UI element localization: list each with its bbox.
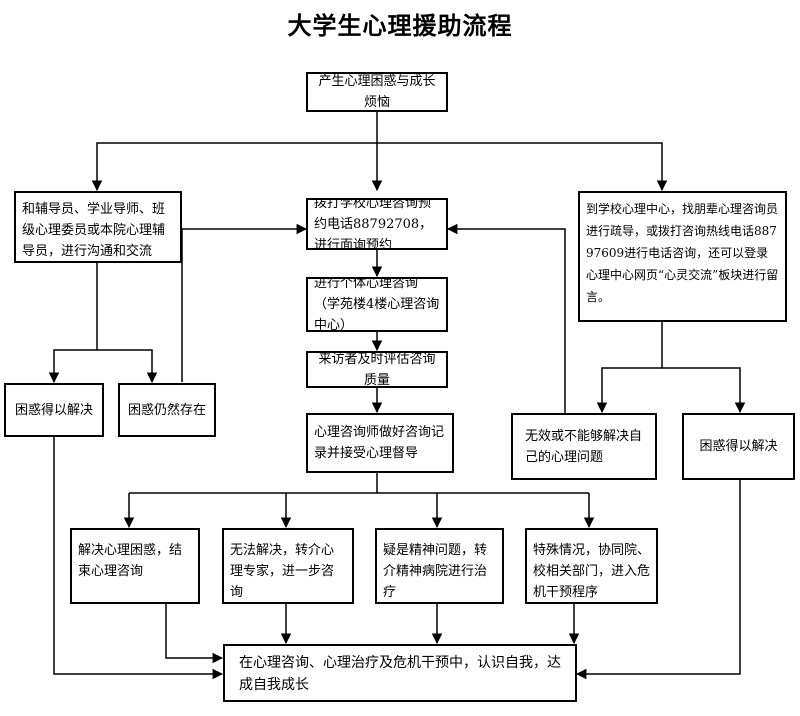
- outcome-resolve-node: 解决心理困惑，结束心理咨询: [70, 528, 200, 604]
- arrow-resolve-to-final: [165, 604, 224, 664]
- arrow-left-resolved-to-final: [53, 437, 224, 680]
- left-resolved-node: 困惑得以解决: [4, 383, 104, 437]
- right-resolved-node: 困惑得以解决: [682, 413, 795, 480]
- page-title: 大学生心理援助流程: [287, 12, 513, 40]
- individual-counseling-node: 进行个体心理咨询（学苑楼4楼心理咨询中心）: [306, 277, 448, 332]
- evaluate-node: 来访者及时评估咨询质量: [306, 351, 448, 388]
- arrow-left-to-resolved: [48, 262, 98, 384]
- outcome-refer-hospital-node: 疑是精神问题，转介精神病院进行治疗: [375, 528, 504, 604]
- arrow-start-to-left: [91, 142, 377, 192]
- left-counselor-node: 和辅导员、学业导师、班级心理委员或本院心理辅导员，进行沟通和交流: [14, 191, 182, 263]
- start-node: 产生心理困惑与成长烦恼: [306, 72, 448, 112]
- arrow-right-resolved-to-final: [575, 480, 741, 680]
- right-ineffective-node: 无效或不能够解决自己的心理问题: [511, 413, 657, 480]
- call-appointment-node: 拨打学校心理咨询预约电话88792708，进行面询预约: [306, 198, 448, 250]
- final-node: 在心理咨询、心理治疗及危机干预中，认识自我，达成自我成长: [223, 644, 577, 702]
- outcome-refer-expert-node: 无法解决，转介心理专家，进一步咨询: [222, 528, 354, 604]
- arrow-start-to-right: [377, 142, 668, 192]
- arrow-ineffective-back-to-call: [446, 223, 566, 418]
- right-center-node: 到学校心理中心，找朋辈心理咨询员进行疏导，或拨打咨询热线电话88797609进行…: [578, 191, 787, 322]
- arrow-left-to-unresolved: [97, 349, 158, 384]
- arrow-unresolved-back-to-call: [181, 223, 308, 382]
- arrow-right-to-ineffective: [596, 322, 663, 414]
- left-unresolved-node: 困惑仍然存在: [118, 383, 216, 437]
- record-node: 心理咨询师做好咨询记录并接受心理督导: [306, 413, 454, 473]
- arrow-right-to-resolved: [662, 367, 746, 414]
- outcome-crisis-node: 特殊情况，协同院、校相关部门，进入危机干预程序: [525, 528, 658, 604]
